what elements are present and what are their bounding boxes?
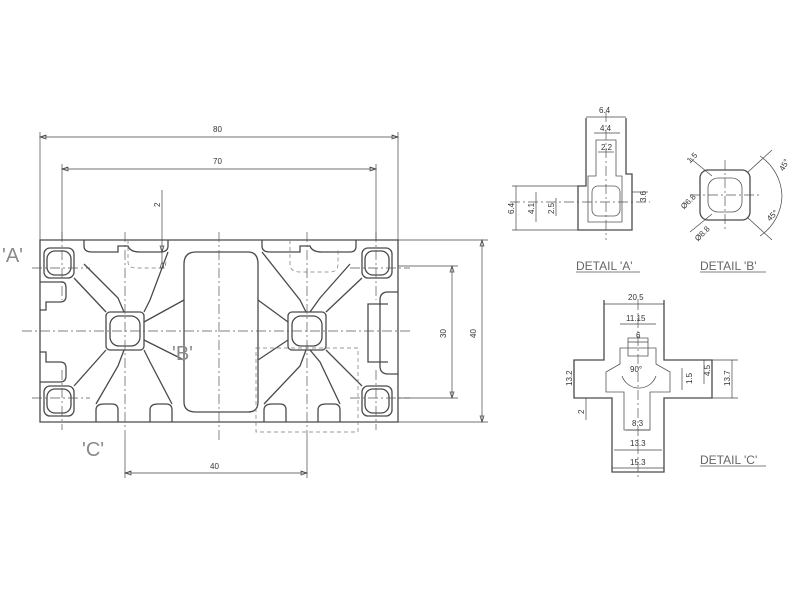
- slot-bottom-2: [149, 403, 173, 422]
- detail-c-dim-13-2: 13.2: [565, 370, 574, 386]
- detail-b-angle-arc: [759, 155, 783, 237]
- detail-b-dim-1-5: 1.5: [685, 150, 700, 165]
- dim-text-40-bottom: 40: [210, 462, 219, 471]
- detail-b-outer: [699, 169, 751, 221]
- web-right-bottom: [263, 349, 363, 405]
- detail-c-dim-1-5: 1.5: [685, 372, 694, 384]
- detail-c-dim-90: 90°: [630, 365, 642, 374]
- web-center-left: [143, 299, 185, 361]
- detail-b-caption: DETAIL 'B': [700, 259, 757, 273]
- detail-a-dim-2-2: 2.2: [601, 143, 613, 152]
- detail-b-dim-45-top: 45°: [777, 157, 791, 172]
- detail-a-inner: [587, 139, 623, 223]
- slot-left-bottom: [40, 351, 67, 383]
- web-left-bottom: [73, 349, 173, 405]
- detail-a-dim-6-4-left: 6.4: [507, 202, 516, 214]
- detail-c-dim-6: 6: [636, 331, 641, 340]
- label-c: 'C': [82, 439, 104, 461]
- web-center-right: [257, 299, 289, 361]
- core-bottom-right-inner: [364, 388, 390, 414]
- label-a: 'A': [2, 245, 23, 267]
- slot-right: [379, 291, 398, 375]
- web-right-top: [261, 251, 363, 313]
- core-bottom-left: [43, 385, 75, 417]
- main-profile-view: 80 70 2 30 40 40 'A' 'B' 'C': [2, 125, 488, 478]
- detail-a-dim-3-6: 3.6: [639, 190, 648, 202]
- slot-bottom-1: [95, 403, 119, 422]
- central-cavity: [183, 251, 259, 413]
- web-left-top: [73, 251, 169, 313]
- detail-c-view: 20.5 11.15 6 90° 13.2 2 1.5 4.5 13.7 8.3…: [565, 293, 766, 480]
- detail-c-angle-arc: [621, 375, 657, 389]
- core-top-left-inner: [46, 250, 72, 276]
- detail-b-dim-45-bottom: 45°: [765, 208, 780, 223]
- slot-top-1: [83, 240, 169, 253]
- slot-top-2: [261, 240, 357, 253]
- detail-c-dim-4-5: 4.5: [703, 364, 712, 376]
- detail-a-dim-4-1: 4.1: [527, 202, 536, 214]
- core-top-right: [361, 247, 393, 279]
- slot-right-inner: [367, 303, 388, 363]
- detail-c-dim-13-3: 13.3: [630, 439, 646, 448]
- detail-b-view: 1.5 45° 45° Ø6.8 Ø8.8 DETAIL 'B': [679, 149, 791, 273]
- slot-a: [40, 281, 67, 311]
- detail-a-dim-2-5: 2.5: [547, 202, 556, 214]
- slot-bottom-4: [317, 403, 341, 422]
- detail-c-dim-13-7: 13.7: [723, 370, 732, 386]
- detail-c-dim-2: 2: [577, 409, 586, 414]
- detail-a-caption: DETAIL 'A': [576, 259, 633, 273]
- dim-text-80: 80: [213, 125, 222, 134]
- slot-bottom-3: [263, 403, 287, 422]
- detail-c-dim-11-15: 11.15: [626, 314, 646, 323]
- detail-c-dim-8-3: 8.3: [632, 419, 644, 428]
- core-top-right-inner: [364, 250, 390, 276]
- dim-text-70: 70: [213, 157, 222, 166]
- hidden-slot-outline-2: [289, 240, 339, 273]
- dim-text-30: 30: [439, 329, 448, 338]
- detail-a-dim-6-4-top: 6.4: [599, 106, 611, 115]
- detail-a-outline: [577, 118, 633, 231]
- detail-c-caption: DETAIL 'C': [700, 453, 757, 467]
- detail-a-view: 6.4 4.4 2.2 6.4 4.1 2.5 3.6 DETAIL 'A': [507, 106, 650, 273]
- detail-c-tnut: [627, 337, 649, 357]
- dim-text-2: 2: [153, 202, 162, 207]
- detail-a-dim-4-4: 4.4: [600, 124, 612, 133]
- detail-c-dim-15-3: 15.3: [630, 458, 646, 467]
- hidden-slot-outline-1: [127, 240, 167, 269]
- detail-c-dim-20-5: 20.5: [628, 293, 644, 302]
- dim-text-40-height: 40: [469, 329, 478, 338]
- label-b: 'B': [172, 343, 193, 365]
- core-bottom-right: [361, 385, 393, 417]
- core-bottom-left-inner: [46, 388, 72, 414]
- core-top-left: [43, 247, 75, 279]
